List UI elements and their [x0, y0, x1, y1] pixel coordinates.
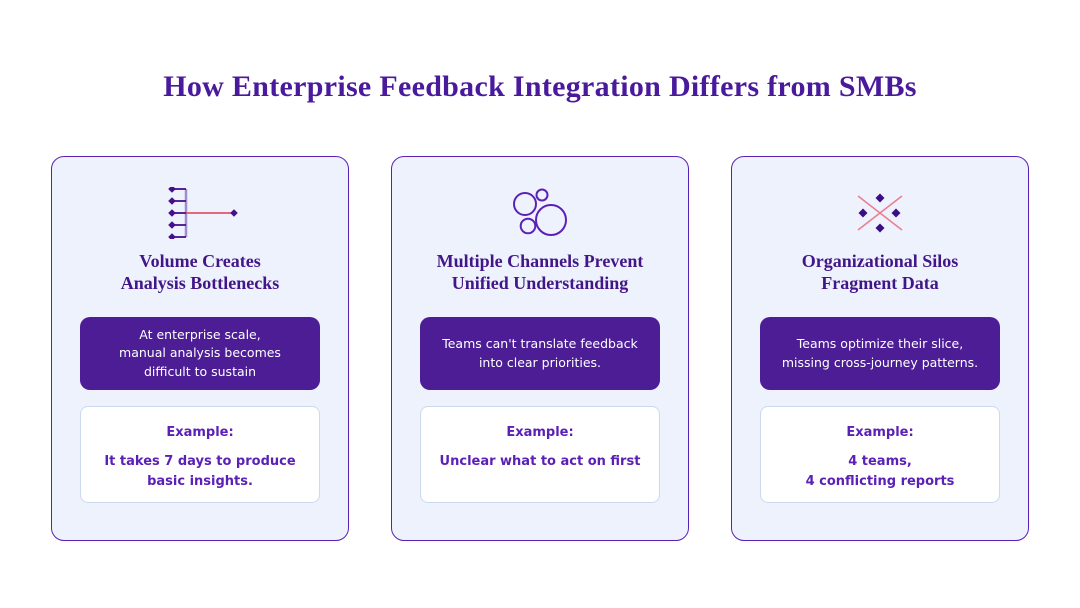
- example-text: Unclear what to act on first: [439, 454, 641, 470]
- bubbles-icon: [510, 187, 570, 239]
- card-organizational-silos: Organizational Silos Fragment Data Teams…: [731, 156, 1029, 541]
- statement-box: Teams can't translate feedback into clea…: [420, 317, 660, 391]
- card-heading: Multiple Channels Prevent Unified Unders…: [436, 251, 644, 293]
- example-box: Example: It takes 7 days to produce basi…: [80, 406, 320, 504]
- statement-box: Teams optimize their slice, missing cros…: [760, 317, 1000, 391]
- example-box: Example: 4 teams, 4 conflicting reports: [760, 406, 1000, 504]
- statement-text: At enterprise scale, manual analysis bec…: [119, 326, 281, 380]
- example-label: Example:: [506, 425, 574, 441]
- card-heading: Volume Creates Analysis Bottlenecks: [120, 251, 280, 293]
- example-label: Example:: [166, 425, 234, 441]
- funnel-merge-icon: [160, 187, 240, 239]
- scatter-cross-icon: [850, 187, 910, 239]
- example-box: Example: Unclear what to act on first: [420, 406, 660, 504]
- statement-text: Teams optimize their slice, missing cros…: [781, 335, 979, 370]
- example-label: Example:: [846, 425, 914, 441]
- statement-box: At enterprise scale, manual analysis bec…: [80, 317, 320, 391]
- card-volume-bottlenecks: Volume Creates Analysis Bottlenecks At e…: [51, 156, 349, 541]
- cards-row: Volume Creates Analysis Bottlenecks At e…: [0, 156, 1080, 541]
- card-heading: Organizational Silos Fragment Data: [801, 251, 959, 293]
- example-text: 4 teams, 4 conflicting reports: [805, 454, 955, 489]
- page-title: How Enterprise Feedback Integration Diff…: [163, 70, 917, 103]
- example-text: It takes 7 days to produce basic insight…: [104, 454, 296, 489]
- card-multiple-channels: Multiple Channels Prevent Unified Unders…: [391, 156, 689, 541]
- statement-text: Teams can't translate feedback into clea…: [442, 335, 638, 370]
